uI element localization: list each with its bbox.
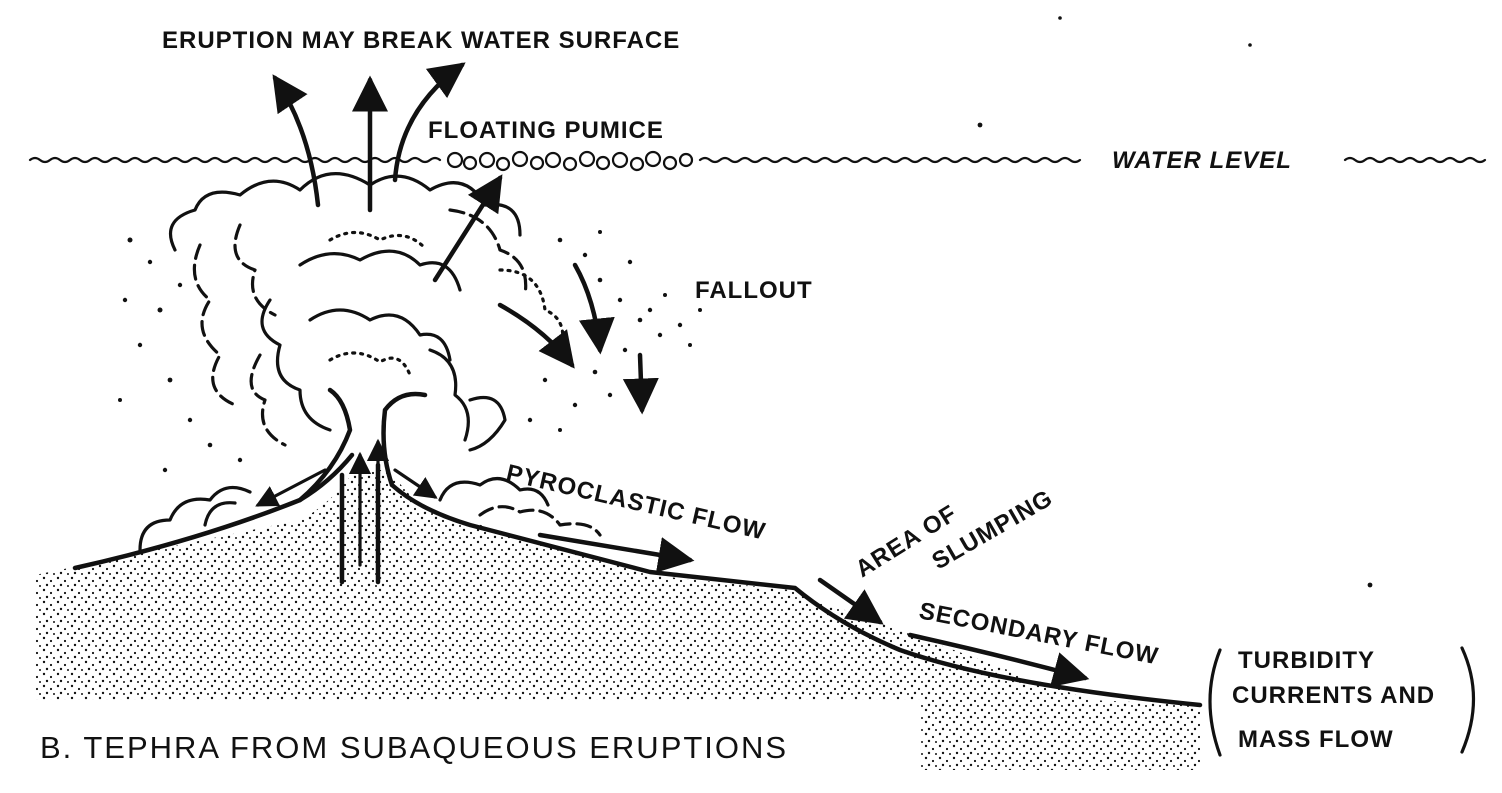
water-line-right: [1343, 156, 1487, 164]
eruption-arrow-left: [272, 74, 321, 208]
eruption-arrows: [272, 62, 503, 283]
right-bracket: [1460, 646, 1476, 754]
secondary-flow-arrow: [907, 632, 1090, 688]
pyroclastic-flow-arrow: [537, 532, 695, 573]
right-slope-arrow: [393, 468, 438, 499]
seafloor-profile-line: [72, 452, 1203, 708]
flow-arrows: [255, 468, 1090, 688]
slump-arrow: [817, 577, 884, 625]
sediment-fill: [35, 470, 1200, 770]
turbidity-brackets: [1208, 646, 1476, 757]
water-surface: [28, 156, 1487, 164]
eruption-arrow-right: [392, 62, 466, 183]
label-pyroclastic-flow: PYROCLASTIC FLOW: [504, 460, 769, 546]
label-turbidity-1: TURBIDITY: [1238, 647, 1375, 674]
label-turbidity-3: MASS FLOW: [1238, 726, 1394, 753]
floating-pumice: [446, 150, 694, 172]
fallout-particles: [118, 16, 1373, 588]
fallout-arrows: [497, 262, 659, 415]
label-eruption: ERUPTION MAY BREAK WATER SURFACE: [162, 27, 680, 54]
pumice-rise-arrow: [432, 174, 503, 283]
label-turbidity-2: CURRENTS AND: [1232, 682, 1435, 709]
label-floating-pumice: FLOATING PUMICE: [428, 117, 664, 144]
label-fallout: FALLOUT: [695, 277, 813, 304]
left-slope-arrow: [255, 468, 327, 507]
left-bracket: [1208, 648, 1222, 757]
label-water-level: WATER LEVEL: [1112, 147, 1292, 174]
diagram-caption: B. TEPHRA FROM SUBAQUEOUS ERUPTIONS: [40, 730, 788, 765]
volcanic-vent: [297, 387, 428, 585]
water-line-middle: [698, 156, 1082, 164]
sea-floor: [35, 452, 1203, 770]
water-line-left: [28, 156, 442, 164]
